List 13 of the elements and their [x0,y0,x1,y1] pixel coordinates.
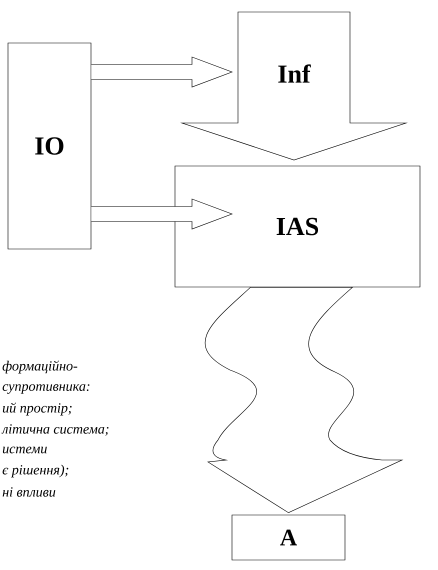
note-text: истеми [2,446,47,454]
note-text: формаційно- [2,360,78,374]
hollow-arrow [91,198,233,230]
box: A [232,514,346,560]
note-text: супротивника: [2,384,90,394]
note-text: є рішення); [2,464,68,478]
note-text: ий простір; [2,402,72,416]
box: IO [8,42,92,250]
note-text: ні впливи [2,487,56,497]
hollow-arrow [91,56,233,88]
box: IAS [174,166,420,288]
note-text: літична система; [2,424,108,436]
wavy-arrow [204,287,402,513]
